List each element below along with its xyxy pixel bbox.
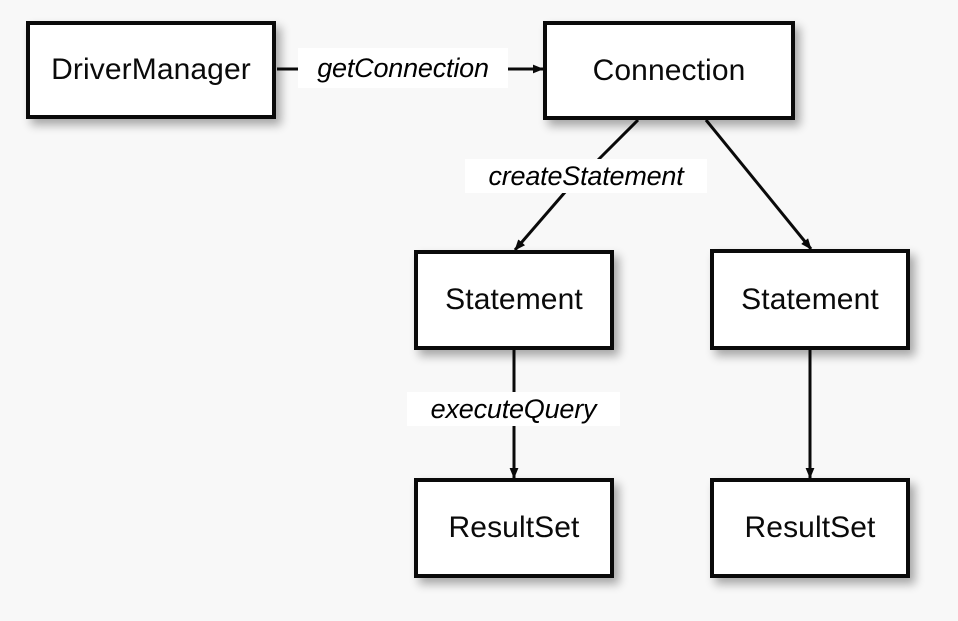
node-resultset-left[interactable]: ResultSet [414,478,614,578]
node-label-statement-left: Statement [445,283,583,316]
node-statement-left[interactable]: Statement [414,250,614,350]
edge-createstatement-stub [595,118,640,163]
edge-label-createstatement: createStatement [465,159,707,193]
node-label-driver-manager: DriverManager [51,53,251,86]
edge-createstatement-arrow [513,190,568,251]
node-statement-right[interactable]: Statement [710,249,910,350]
node-resultset-right[interactable]: ResultSet [710,478,910,578]
node-connection[interactable]: Connection [543,21,795,120]
node-label-statement-right: Statement [741,282,879,316]
node-label-resultset-right: ResultSet [744,511,876,544]
node-label-connection: Connection [592,53,746,87]
node-label-resultset-left: ResultSet [448,511,580,544]
edge-label-executequery: executeQuery [407,392,620,426]
edge-label-getconnection: getConnection [298,48,508,88]
edge-connection-to-statement-right [704,119,813,250]
node-driver-manager[interactable]: DriverManager [26,21,276,119]
